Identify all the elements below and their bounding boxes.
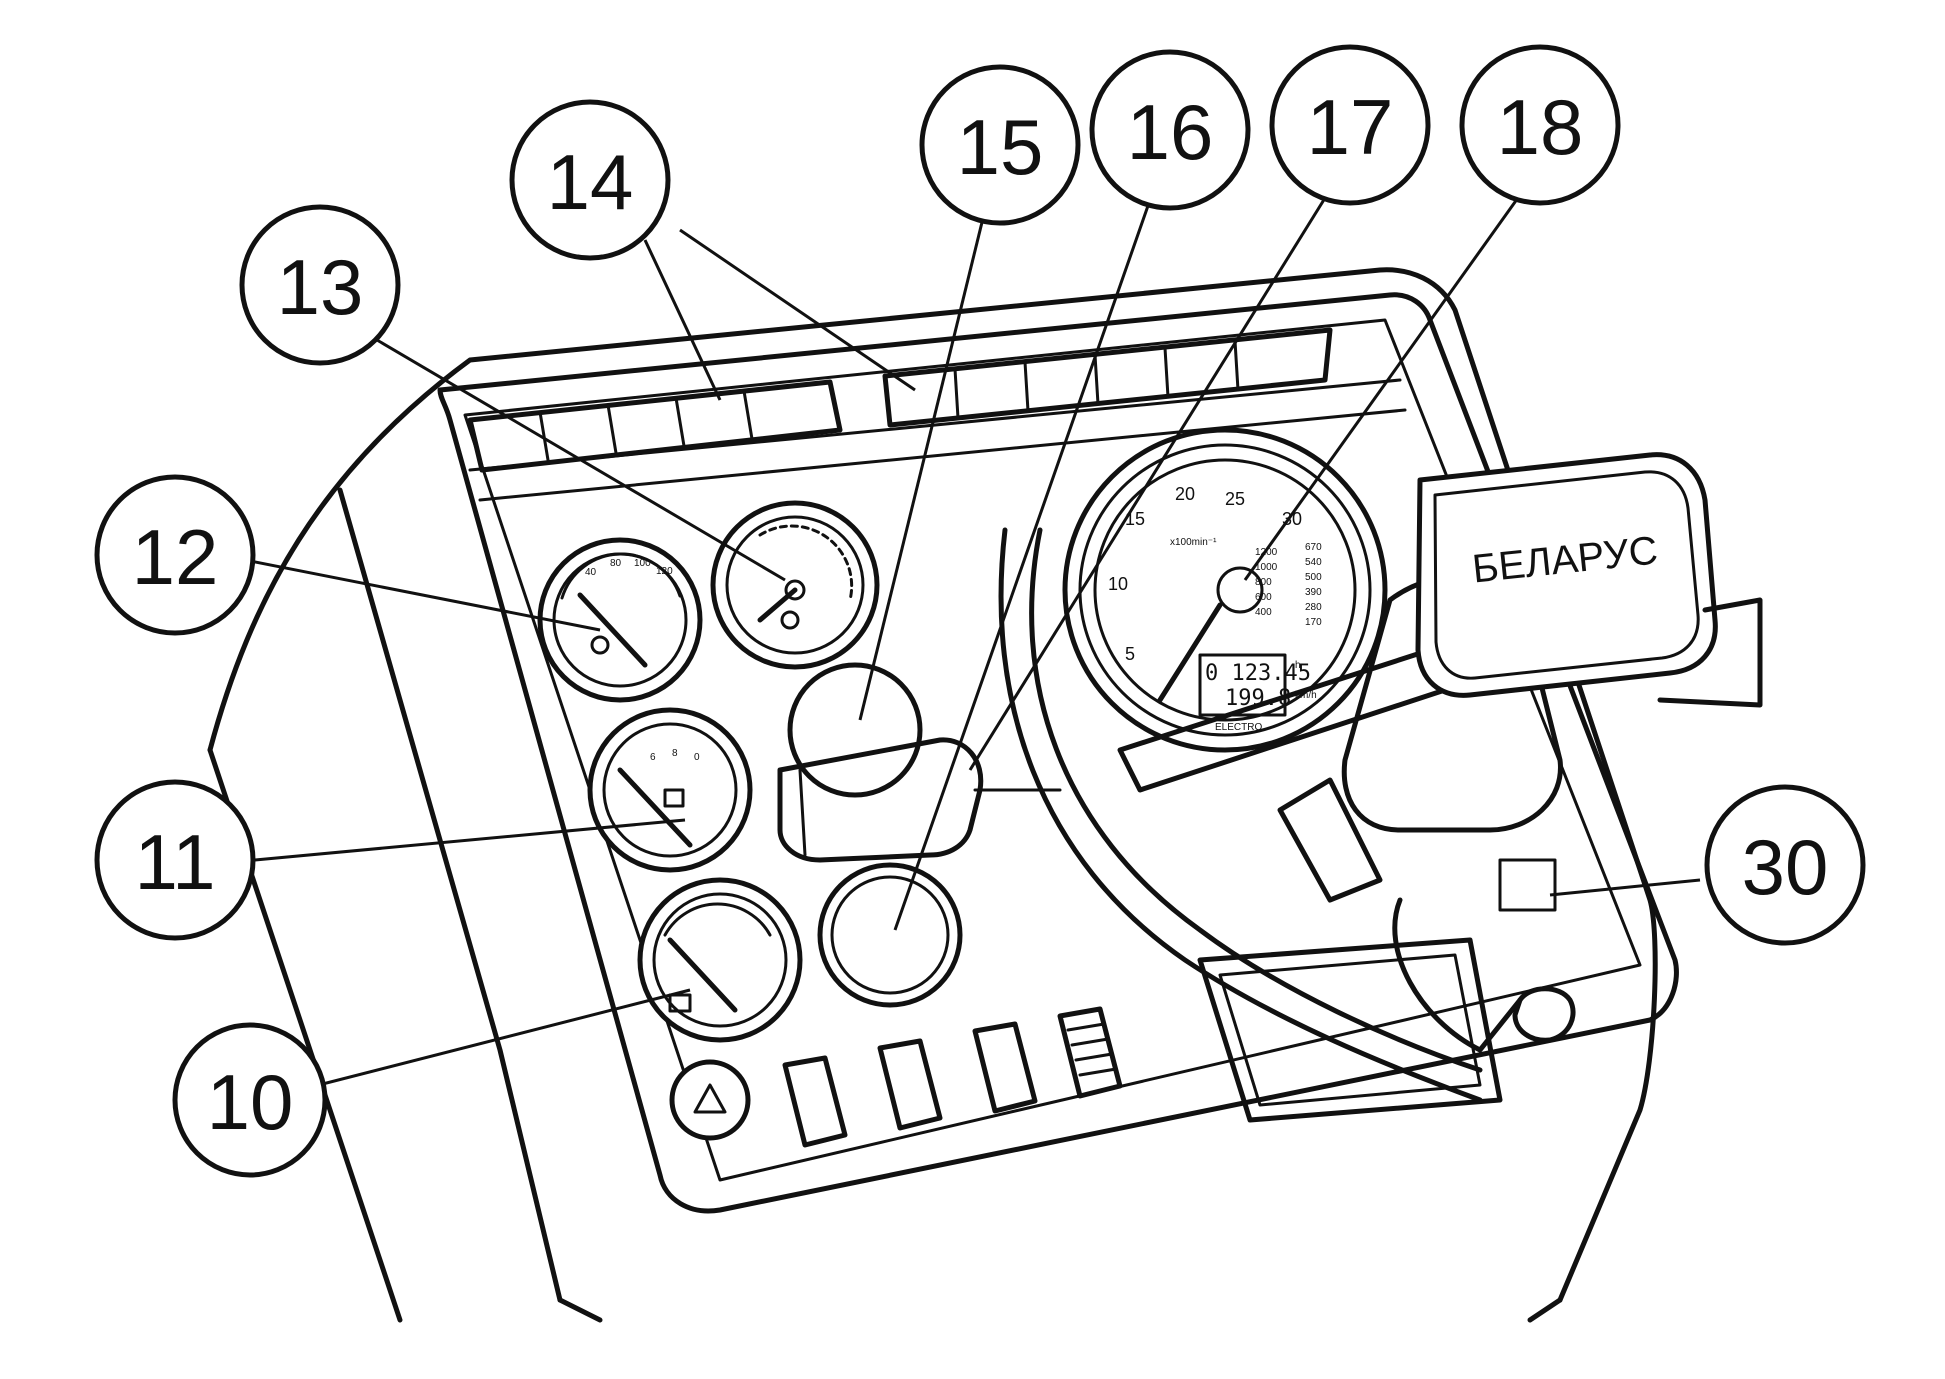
tach-brand: ELECTRO	[1215, 722, 1262, 733]
gauge-11-scale-2: 0	[694, 752, 700, 763]
callout-10-label: 10	[207, 1058, 294, 1146]
rocker-switch-4[interactable]	[1057, 1006, 1123, 1099]
leader-11	[254, 818, 686, 862]
gauge-10-needle	[667, 937, 738, 1013]
speed-scale-0: 670	[1305, 542, 1322, 553]
gauge-11-scale-0: 6	[650, 752, 656, 763]
leader-lines	[244, 189, 1701, 1102]
callout-12-label: 12	[132, 513, 219, 601]
leader-13	[359, 328, 786, 582]
tach-scale-10: 10	[1108, 574, 1128, 594]
speed-scale-2: 500	[1305, 572, 1322, 583]
tach-scale-15: 15	[1125, 509, 1145, 529]
callout-18: 18	[1459, 44, 1621, 206]
ignition-switch[interactable]	[777, 662, 1062, 863]
hazard-button[interactable]	[669, 1059, 751, 1141]
belarus-badge: БЕЛАРУС	[1415, 452, 1763, 708]
gauge-13	[710, 500, 880, 670]
oil-drop-icon	[780, 610, 800, 630]
tach-scale-25: 25	[1225, 489, 1245, 509]
callout-11: 11	[94, 779, 256, 941]
speed-scale-4: 280	[1305, 602, 1322, 613]
callout-13-label: 13	[277, 243, 364, 331]
callout-17-label: 17	[1307, 83, 1394, 171]
callout-12: 12	[94, 474, 256, 636]
speed-scale-5: 170	[1305, 617, 1322, 628]
key-switch-icon[interactable]	[1512, 986, 1576, 1043]
leader-17	[968, 189, 1332, 771]
leader-16	[893, 199, 1152, 931]
callout-15-label: 15	[957, 103, 1044, 191]
gauge-12-needle	[577, 592, 648, 668]
gauge-11: 6 8 0	[587, 707, 753, 873]
leader-14b	[679, 228, 916, 392]
gauge-11-needle	[617, 767, 693, 848]
callout-15: 15	[919, 64, 1081, 226]
callout-30: 30	[1704, 784, 1866, 946]
pto-scale-4: 400	[1255, 607, 1272, 618]
gauge-12-scale-1: 80	[610, 558, 622, 569]
callout-13: 13	[239, 204, 401, 366]
hazard-triangle-icon	[693, 1083, 727, 1114]
tach-needle	[1157, 602, 1223, 703]
gauge-11-scale-1: 8	[672, 748, 678, 759]
oil-drop-icon	[590, 635, 610, 655]
callout-14: 14	[509, 99, 671, 261]
switch-row	[669, 1006, 1123, 1148]
fuel-icon	[668, 993, 692, 1013]
pto-scale-3: 600	[1255, 592, 1272, 603]
leader-14a	[643, 239, 722, 401]
leader-18	[1243, 194, 1522, 581]
warning-lamp-strip-right	[882, 327, 1333, 428]
gauge-12-scale-0: 40	[585, 567, 597, 578]
tach-scale-20: 20	[1175, 484, 1195, 504]
callout-16: 16	[1089, 49, 1251, 211]
pto-scale-2: 800	[1255, 577, 1272, 588]
indicator-window	[1498, 858, 1557, 912]
tach-scale-30: 30	[1282, 509, 1302, 529]
instrument-panel	[437, 292, 1679, 1214]
speed-scale-3: 390	[1305, 587, 1322, 598]
rocker-switch-3[interactable]	[972, 1021, 1038, 1114]
leader-30	[1549, 878, 1701, 897]
tach-scale-5: 5	[1125, 644, 1135, 664]
odometer-value: 0 123.45	[1205, 661, 1311, 686]
lcd-display	[1198, 653, 1287, 717]
round-button[interactable]	[817, 862, 963, 1008]
gauge-12: 40 80 100 120	[537, 537, 703, 703]
gauge-12-scale-2: 100	[634, 558, 651, 569]
callout-16-label: 16	[1127, 88, 1214, 176]
leader-15	[858, 209, 987, 721]
callout-17: 17	[1269, 44, 1431, 206]
rocker-switch-2[interactable]	[877, 1038, 943, 1131]
tach-unit-label: x100min⁻¹	[1170, 537, 1217, 548]
callout-30-label: 30	[1742, 823, 1829, 911]
gauge-10	[637, 877, 803, 1043]
speed-scale-1: 540	[1305, 557, 1322, 568]
callout-10: 10	[172, 1022, 328, 1178]
hours-unit: h	[1295, 660, 1301, 671]
tachometer: 5 10 15 20 25 30 x100min⁻¹ 1200 1000 800…	[1062, 427, 1388, 753]
warning-lamp-strip-left	[467, 379, 843, 473]
gauge-12-scale-3: 120	[656, 566, 673, 577]
callout-14-label: 14	[547, 138, 634, 226]
rocker-switch-1[interactable]	[782, 1055, 848, 1148]
floor-lever[interactable]	[1197, 858, 1576, 1123]
tach-hub	[1216, 566, 1264, 614]
callout-18-label: 18	[1497, 83, 1584, 171]
battery-icon	[663, 788, 685, 808]
callout-11-label: 11	[135, 818, 216, 906]
leader-12	[244, 558, 601, 632]
leader-10	[259, 988, 691, 1102]
pto-scale-1: 1000	[1255, 562, 1278, 573]
speed-unit: km/h	[1295, 690, 1317, 701]
